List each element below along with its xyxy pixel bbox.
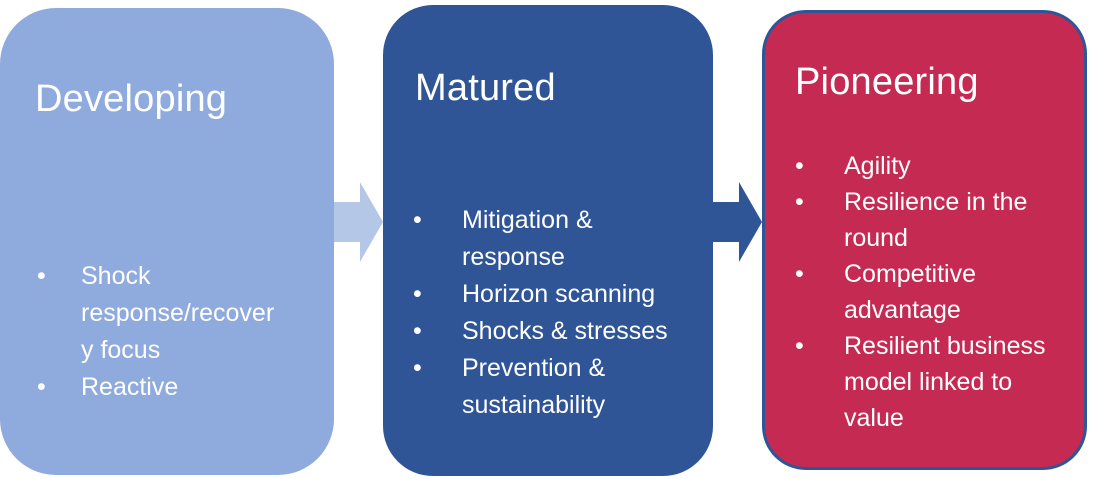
bullet-text: Mitigation & response <box>462 206 593 271</box>
bullet-icon: • <box>413 206 422 234</box>
bullet-list-developing: • Shock response/recover y focus • React… <box>37 258 320 406</box>
bullet-icon: • <box>37 262 46 290</box>
bullet-icon: • <box>413 317 422 345</box>
list-item: • Agility <box>795 148 1070 184</box>
right-arrow-icon-matured-to-pioneering <box>713 182 762 262</box>
bullet-icon: • <box>795 152 804 180</box>
list-item: • Resilient business model linked to val… <box>795 328 1070 436</box>
bullet-list-matured: • Mitigation & response • Horizon scanni… <box>413 202 699 424</box>
bullet-icon: • <box>37 373 46 401</box>
list-item: • Prevention & sustainability <box>413 350 699 424</box>
bullet-text: Agility <box>844 152 911 180</box>
bullet-icon: • <box>413 354 422 382</box>
bullet-text: Resilient business model linked to value <box>844 332 1046 432</box>
list-item: • Shock response/recover y focus <box>37 258 320 369</box>
bullet-text: Competitive advantage <box>844 260 976 324</box>
bullet-text: Prevention & sustainability <box>462 354 606 419</box>
list-item: • Resilience in the round <box>795 184 1070 256</box>
bullet-text: Reactive <box>81 373 179 401</box>
bullet-icon: • <box>795 188 804 216</box>
stage-title-pioneering: Pioneering <box>795 61 979 103</box>
bullet-icon: • <box>795 332 804 360</box>
list-item: • Shocks & stresses <box>413 313 699 350</box>
stage-title-developing: Developing <box>35 78 228 120</box>
bullet-icon: • <box>795 260 804 288</box>
right-arrow-icon-developing-to-matured <box>334 182 383 262</box>
bullet-icon: • <box>413 280 422 308</box>
stage-box-developing: Developing • Shock response/recover y fo… <box>0 8 334 475</box>
stage-box-pioneering: Pioneering • Agility • Resilience in the… <box>762 10 1087 470</box>
bullet-text: Shocks & stresses <box>462 317 668 345</box>
bullet-text: Horizon scanning <box>462 280 656 308</box>
bullet-list-pioneering: • Agility • Resilience in the round • Co… <box>795 148 1070 436</box>
bullet-text: Resilience in the round <box>844 188 1028 252</box>
list-item: • Mitigation & response <box>413 202 699 276</box>
list-item: • Competitive advantage <box>795 256 1070 328</box>
list-item: • Reactive <box>37 369 320 406</box>
stage-box-matured: Matured • Mitigation & response • Horizo… <box>383 5 713 476</box>
bullet-text: Shock response/recover y focus <box>81 262 275 364</box>
stage-title-matured: Matured <box>415 67 556 109</box>
list-item: • Horizon scanning <box>413 276 699 313</box>
